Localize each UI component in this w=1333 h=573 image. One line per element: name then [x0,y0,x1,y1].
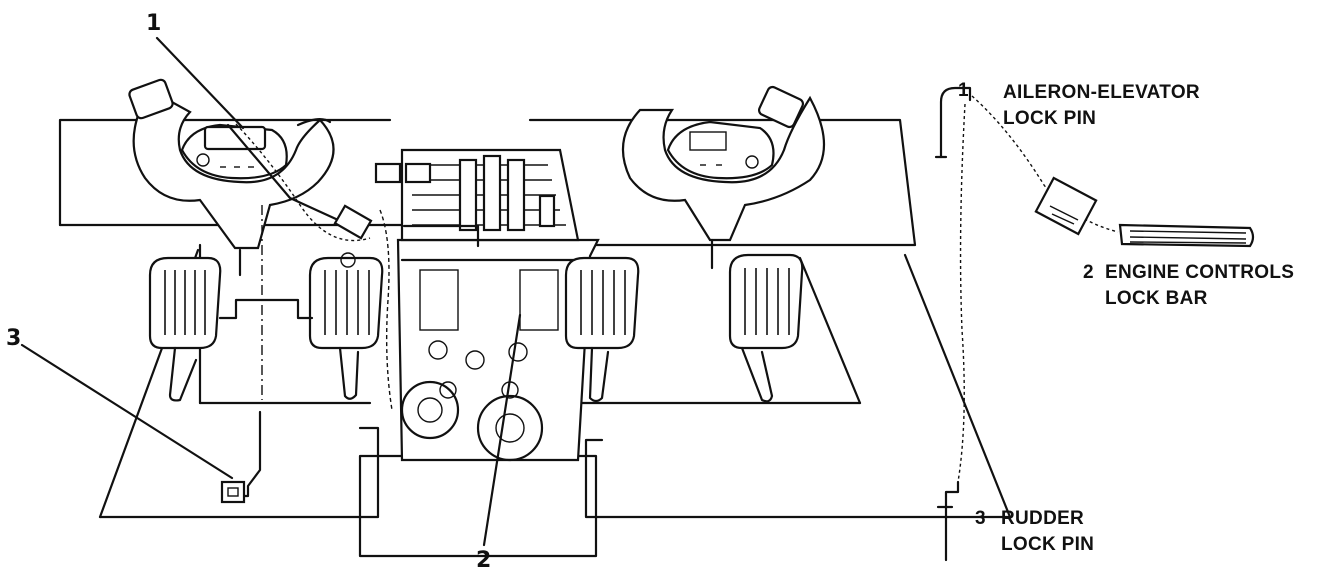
callout-1: 1 [146,11,161,36]
legend-item-1-line1: AILERON-ELEVATOR [1003,82,1200,103]
right-control-yoke [623,85,824,268]
legend-item-3-line2: LOCK PIN [1001,534,1094,555]
left-copilot-seat [310,253,382,399]
engine-controls-lock-bar-drawing [1120,225,1253,246]
legend-item-1: 1 AILERON-ELEVATOR LOCK PIN [958,80,1200,129]
rudder-lock-pin-drawing [946,482,958,560]
right-copilot-seat [730,255,802,401]
legend-item-2-line2: LOCK BAR [1105,288,1208,309]
legend-item-2-number: 2 [1083,262,1094,283]
left-control-yoke [128,78,334,275]
legend-item-3-number: 3 [975,508,986,529]
legend-item-2-line1: ENGINE CONTROLS [1105,262,1294,283]
legend-item-3-line1: RUDDER [1001,508,1084,529]
left-pilot-seat [150,258,220,400]
installed-rudder-lock [222,205,262,502]
callout-2: 2 [476,548,491,573]
chain-to-rudder-pin [958,104,965,482]
legend-item-1-number: 1 [958,80,969,101]
legend-item-2: 2 ENGINE CONTROLS LOCK BAR [1083,262,1294,309]
lock-kit-detail [936,88,1253,560]
center-pedestal [376,150,598,460]
parts-legend: 1 AILERON-ELEVATOR LOCK PIN 2 ENGINE CON… [958,80,1294,555]
callout-3: 3 [6,326,21,351]
rudder-pedal-linkage [220,300,312,318]
cockpit-illustration: 1 2 3 [6,11,1010,573]
legend-item-1-line2: LOCK PIN [1003,108,1096,129]
legend-item-3: 3 RUDDER LOCK PIN [975,508,1094,555]
